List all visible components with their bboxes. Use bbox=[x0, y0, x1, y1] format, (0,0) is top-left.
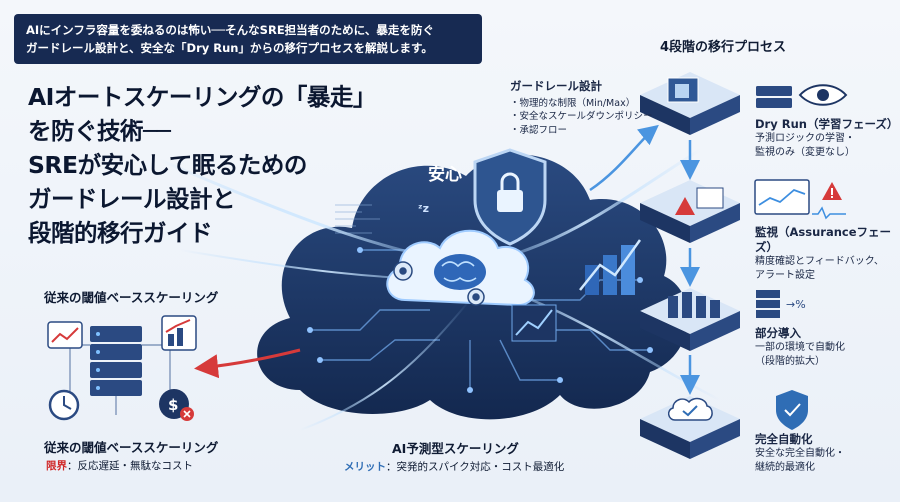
cost-icon: $ bbox=[159, 389, 194, 421]
eye-icon bbox=[798, 84, 848, 106]
server-icon bbox=[756, 290, 780, 318]
chart-icon bbox=[161, 315, 197, 351]
step-title: 監視（Assuranceフェーズ） bbox=[755, 225, 892, 254]
legacy-heading-top: 従来の閾値ベーススケーリング bbox=[44, 290, 219, 305]
chart-icon bbox=[47, 321, 83, 349]
step-desc: 一部の環境で自動化 bbox=[755, 342, 845, 353]
phase-tile-3 bbox=[640, 288, 740, 351]
step-title: 部分導入 bbox=[755, 326, 801, 340]
legacy-heading-bottom: 従来の閾値ベーススケーリング bbox=[44, 440, 219, 455]
brain-icon bbox=[434, 254, 486, 290]
clock-icon bbox=[48, 389, 80, 421]
title-line-4: ガードレール設計と bbox=[28, 185, 236, 213]
intro-banner: AIにインフラ容量を委ねるのは怖い──そんなSRE担当者のために、暴走を防ぐ ガ… bbox=[14, 14, 482, 64]
step-desc: 継続的最適化 bbox=[755, 461, 815, 473]
phase-step-2: 監視（Assuranceフェーズ） 精度確認とフィードバック、 アラート設定 bbox=[755, 225, 895, 282]
step-desc: アラート設定 bbox=[755, 269, 815, 281]
phases-heading: 4段階の移行プロセス bbox=[660, 40, 787, 55]
lock-shield-icon bbox=[473, 148, 547, 246]
guardrail-heading: ガードレール設計 bbox=[510, 79, 602, 93]
merit-text: ：突発的スパイク対応・コスト最適化 bbox=[386, 461, 565, 473]
phase-step-3: 部分導入 一部の環境で自動化 （段階的拡大） bbox=[755, 326, 895, 368]
server-icon bbox=[756, 86, 792, 108]
step-desc: 予測ロジックの学習・ bbox=[755, 133, 855, 144]
percent-arrow: →% bbox=[786, 298, 806, 311]
title-line-5: 段階的移行ガイド bbox=[28, 219, 213, 247]
title-line-1: AIオートスケーリングの「暴走」 bbox=[28, 83, 376, 111]
step-title: 完全自動化 bbox=[755, 432, 813, 446]
title-line-3: SREが安心して眠るための bbox=[28, 151, 307, 179]
step-desc: （段階的拡大） bbox=[755, 355, 825, 367]
guardrail-item: ・安全なスケールダウンポリシー bbox=[510, 111, 653, 122]
phase-tile-4 bbox=[640, 396, 740, 459]
banner-line-1: AIにインフラ容量を委ねるのは怖い──そんなSRE担当者のために、暴走を防ぐ bbox=[26, 23, 434, 37]
ai-scaling-label: AI予測型スケーリング bbox=[392, 441, 519, 456]
chart-icon bbox=[754, 179, 810, 215]
gear-icon bbox=[467, 288, 485, 306]
svg-text:$: $ bbox=[168, 396, 178, 414]
shield-check-icon bbox=[776, 390, 808, 430]
banner-line-2: ガードレール設計と、安全な「Dry Run」からの移行プロセスを解説します。 bbox=[26, 41, 433, 55]
title-line-2: を防ぐ技術── bbox=[28, 117, 171, 145]
step-title: Dry Run（学習フェーズ） bbox=[755, 117, 899, 131]
guardrail-item: ・物理的な制限（Min/Max） bbox=[510, 97, 636, 109]
chart-icon bbox=[579, 239, 642, 295]
legacy-limit: 限界：反応遅延・無駄なコスト bbox=[46, 458, 193, 473]
page-title: AIオートスケーリングの「暴走」 を防ぐ技術── SREが安心して眠るための ガ… bbox=[28, 80, 408, 250]
guardrail-box: ガードレール設計 ・物理的な制限（Min/Max） ・安全なスケールダウンポリシ… bbox=[510, 79, 680, 137]
ai-merit: メリット：突発的スパイク対応・コスト最適化 bbox=[344, 459, 564, 474]
ai-core bbox=[386, 229, 535, 307]
legacy-arrow bbox=[194, 348, 301, 379]
phase-tile-1 bbox=[640, 72, 740, 135]
limit-text: ：反応遅延・無駄なコスト bbox=[67, 460, 193, 472]
cloud-check-icon bbox=[667, 397, 713, 421]
sleep-zzz: ᶻz bbox=[418, 202, 429, 215]
phase-tile-2 bbox=[640, 180, 740, 243]
anshin-badge: 安心 bbox=[428, 165, 462, 185]
merit-tag: メリット bbox=[344, 461, 386, 473]
limit-tag: 限界 bbox=[46, 460, 67, 472]
step-desc: 監視のみ（変更なし） bbox=[755, 146, 855, 158]
phase-step-4: 完全自動化 安全な完全自動化・ 継続的最適化 bbox=[755, 432, 895, 474]
server-icon bbox=[90, 326, 142, 396]
step-desc: 安全な完全自動化・ bbox=[755, 448, 845, 459]
step-desc: 精度確認とフィードバック、 bbox=[755, 256, 884, 267]
gear-icon bbox=[393, 261, 413, 281]
chart-icon bbox=[511, 304, 557, 342]
warning-icon bbox=[822, 182, 842, 200]
phase-step-1: Dry Run（学習フェーズ） 予測ロジックの学習・ 監視のみ（変更なし） bbox=[755, 117, 899, 159]
guardrail-item: ・承認フロー bbox=[510, 124, 568, 136]
